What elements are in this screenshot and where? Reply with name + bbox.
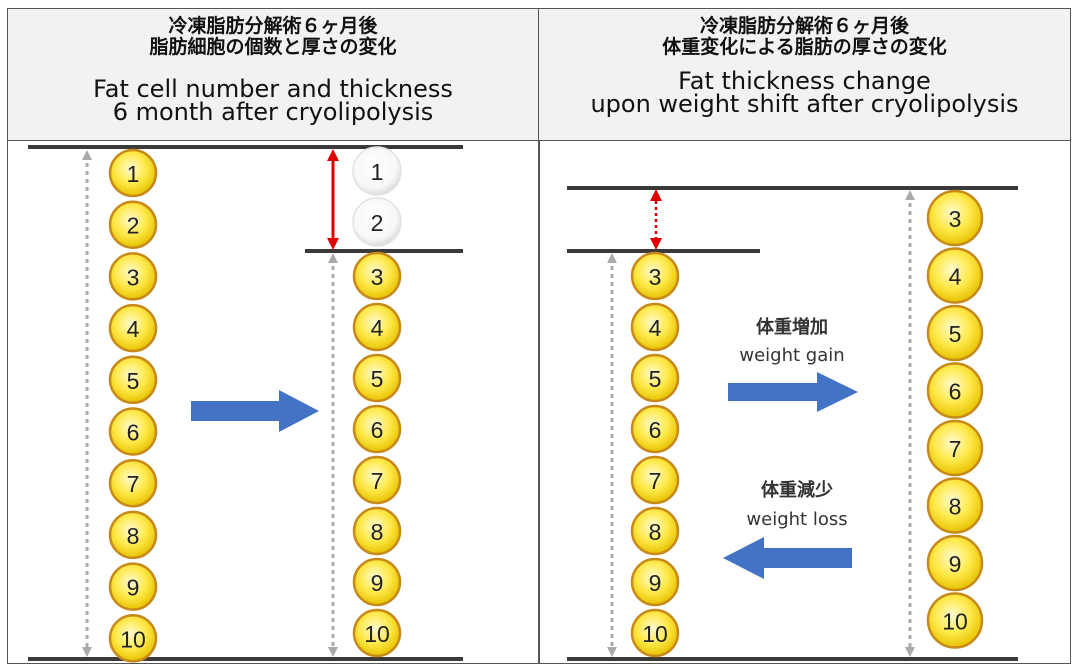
fat-cell-number: 5: [649, 366, 662, 392]
fat-cell-circle: [108, 614, 158, 663]
fat-cell-circle: [352, 251, 402, 301]
fat-cell-number: 8: [649, 519, 662, 545]
fat-cell-number: 10: [120, 626, 146, 652]
fat-cell-circle: [352, 404, 402, 454]
swollen-fat-cell-circle: [926, 247, 984, 304]
swollen-fat-cell-number: 6: [949, 379, 962, 405]
left-removed-cell-stack: 12: [352, 146, 402, 247]
fat-cell-number: 5: [371, 366, 384, 392]
fat-cell-number: 4: [371, 315, 384, 341]
fat-cell-circle: [108, 252, 158, 301]
right-panel-header: 冷凍脂肪分解術６ヶ月後 体重変化による脂肪の厚さの変化 Fat thicknes…: [538, 8, 1071, 141]
fat-cell-circle: [352, 608, 402, 658]
fat-cell-number: 10: [642, 621, 668, 647]
fat-cell-circle: [108, 355, 158, 405]
weight-gain-blue-arrow: [728, 372, 858, 412]
left-before-cell-stack: 1 2 3 4 5 6 7 8 9 10: [108, 148, 158, 663]
fat-cell-circle: [352, 455, 402, 505]
weight-gain-label-en: weight gain: [739, 345, 844, 366]
fat-cell-circle: [108, 407, 158, 456]
fat-cell-number: 10: [364, 621, 390, 647]
left-title-jp-line2: 脂肪細胞の個数と厚さの変化: [149, 36, 397, 58]
weight-loss-blue-arrow: [723, 537, 852, 579]
fat-cell-number: 9: [649, 570, 662, 596]
fat-cell-circle: [630, 506, 680, 556]
swollen-fat-cell-number: 10: [942, 609, 968, 635]
fat-cell-number: 3: [127, 264, 140, 290]
fat-cell-circle: [108, 200, 158, 249]
fat-cell-number: 6: [649, 417, 662, 443]
swollen-fat-cell-circle: [926, 189, 984, 247]
swollen-fat-cell-circle: [926, 304, 984, 362]
swollen-fat-cell-circle: [926, 419, 984, 477]
weight-loss-label-jp: 体重減少: [761, 479, 833, 501]
removed-fat-cell-circle: [352, 197, 402, 247]
fat-cell-circle: [108, 148, 158, 198]
fat-cell-number: 5: [127, 368, 140, 394]
fat-cell-number: 3: [649, 264, 662, 290]
fat-cell-circle: [630, 251, 680, 301]
column-divider: [538, 140, 540, 664]
right-title-jp-line1: 冷凍脂肪分解術６ヶ月後: [699, 15, 909, 37]
fat-cell-number: 4: [127, 316, 140, 342]
left-title-en-line2: 6 month after cryolipolysis: [112, 98, 434, 126]
fat-cell-number: 7: [127, 471, 140, 497]
swollen-fat-cell-circle: [926, 534, 984, 592]
right-title-jp-line2: 体重変化による脂肪の厚さの変化: [662, 36, 947, 58]
fat-cell-number: 9: [127, 575, 140, 601]
right-title-en-line1: Fat thickness change: [678, 67, 931, 95]
swollen-fat-cell-number: 7: [949, 436, 962, 462]
fat-cell-number: 7: [649, 468, 662, 494]
fat-cell-number: 6: [371, 417, 384, 443]
fat-cell-number: 6: [127, 420, 140, 446]
fat-cell-circle: [352, 506, 402, 556]
fat-cell-number: 1: [127, 161, 140, 187]
left-title-en-line1: Fat cell number and thickness: [93, 75, 453, 103]
fat-cell-number: 8: [371, 519, 384, 545]
swollen-fat-cell-number: 9: [949, 551, 962, 577]
weight-loss-label-en: weight loss: [746, 509, 847, 530]
fat-cell-circle: [352, 353, 402, 403]
removed-fat-cell-number: 1: [371, 159, 384, 185]
removed-fat-cell-circle: [352, 146, 402, 196]
right-title-en-line2: upon weight shift after cryolipolysis: [590, 90, 1019, 118]
right-thin-cell-stack: 3 4 5 6 7 8 9 10: [630, 251, 680, 658]
fat-cell-circle: [108, 458, 158, 508]
fat-cell-number: 7: [371, 468, 384, 494]
swollen-fat-cell-circle: [926, 362, 984, 419]
left-after-cell-stack: 3 4 5 6 7 8 9 10: [352, 251, 402, 658]
fat-cell-circle: [630, 353, 680, 403]
swollen-fat-cell-number: 3: [949, 206, 962, 232]
left-title-jp-line1: 冷凍脂肪分解術６ヶ月後: [168, 15, 378, 37]
right-thick-cell-stack: 3 4 5 6 7 8 9 10: [926, 189, 984, 649]
fat-cell-circle: [108, 303, 158, 353]
fat-cell-circle: [352, 302, 402, 352]
fat-cell-number: 3: [371, 264, 384, 290]
left-panel-header: 冷凍脂肪分解術６ヶ月後 脂肪細胞の個数と厚さの変化 Fat cell numbe…: [7, 8, 539, 141]
swollen-fat-cell-circle: [926, 477, 984, 534]
left-blue-arrow-right: [191, 390, 319, 432]
fat-cell-circle: [630, 455, 680, 505]
fat-cell-circle: [630, 302, 680, 352]
fat-cell-circle: [108, 510, 158, 560]
fat-cell-circle: [108, 562, 158, 611]
removed-fat-cell-number: 2: [371, 210, 384, 236]
swollen-fat-cell-number: 4: [949, 264, 962, 290]
swollen-fat-cell-number: 8: [949, 494, 962, 520]
fat-cell-circle: [630, 557, 680, 607]
swollen-fat-cell-number: 5: [949, 321, 962, 347]
weight-gain-label-jp: 体重増加: [756, 316, 828, 338]
fat-cell-number: 4: [649, 315, 662, 341]
fat-cell-circle: [352, 557, 402, 607]
fat-cell-number: 2: [127, 213, 140, 239]
fat-cell-number: 8: [127, 523, 140, 549]
fat-cell-circle: [630, 608, 680, 658]
fat-cell-number: 9: [371, 570, 384, 596]
swollen-fat-cell-circle: [926, 592, 984, 649]
fat-cell-circle: [630, 404, 680, 454]
